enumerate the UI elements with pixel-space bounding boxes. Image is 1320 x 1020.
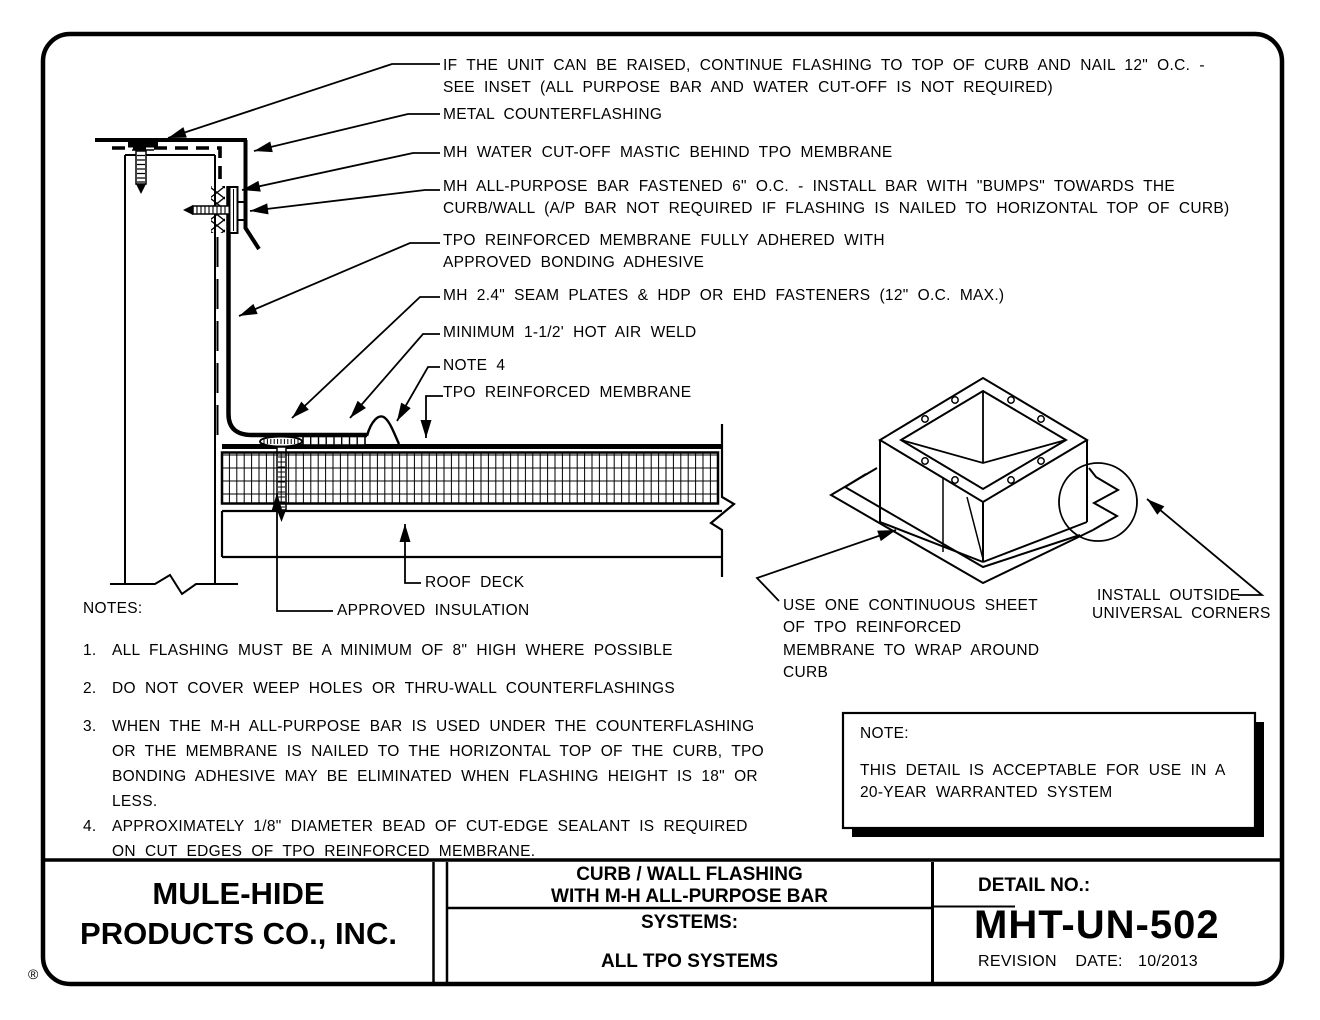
- membrane-lap-seam: [942, 477, 984, 560]
- note-4-line1: APPROXIMATELY 1/8" DIAMETER BEAD OF CUT-…: [112, 818, 748, 835]
- corner-detail-circle: [1058, 462, 1138, 542]
- callout-all-purpose-bar-line2: CURB/WALL (A/P BAR NOT REQUIRED IF FLASH…: [443, 200, 1230, 217]
- leader-seam-plates: [291, 296, 440, 419]
- leader-tpo-membrane: [420, 395, 443, 438]
- inset-corners-label-line2: UNIVERSAL CORNERS: [1092, 605, 1271, 622]
- corner-fold: [1088, 467, 1121, 531]
- leader-lines: [167, 63, 1265, 612]
- note-3-line3: BONDING ADHESIVE MAY BE ELIMINATED WHEN …: [112, 768, 758, 785]
- sheet-title-line1: CURB / WALL FLASHING: [576, 864, 803, 885]
- detail-no-label: DETAIL NO.:: [978, 875, 1091, 896]
- callout-raise-unit-line1: IF THE UNIT CAN BE RAISED, CONTINUE FLAS…: [443, 57, 1205, 74]
- leader-counterflashing: [253, 113, 440, 153]
- nail-fastener: [128, 142, 158, 194]
- leader-mastic: [241, 152, 440, 192]
- company-name-line1: MULE-HIDE: [152, 876, 325, 911]
- optional-flashing-dashed: [112, 146, 222, 437]
- inset-corners-label-line1: INSTALL OUTSIDE: [1097, 587, 1241, 604]
- inset-wrap-label-line2: OF TPO REINFORCED: [783, 619, 962, 636]
- label-roof-deck: ROOF DECK: [425, 574, 525, 591]
- curb-wall-lines: [124, 154, 216, 584]
- leader-note-4: [396, 366, 440, 422]
- note-3-line1: WHEN THE M-H ALL-PURPOSE BAR IS USED UND…: [112, 718, 755, 735]
- callout-metal-counterflashing: METAL COUNTERFLASHING: [443, 106, 663, 123]
- inset-wrap-label-line1: USE ONE CONTINUOUS SHEET: [783, 597, 1038, 614]
- note-4-line2: ON CUT EDGES OF TPO REINFORCED MEMBRANE.: [112, 843, 536, 860]
- leader-wrap-sheet: [755, 529, 897, 602]
- cut-edge-sealant-bump: [365, 415, 401, 445]
- notes-heading: NOTES:: [83, 600, 143, 617]
- curb-opening-interior: [900, 391, 1067, 464]
- curb-inset-isometric: [829, 376, 1138, 585]
- callout-tpo-membrane: TPO REINFORCED MEMBRANE: [443, 384, 692, 401]
- membrane-flange-lap: [843, 473, 1081, 569]
- inset-wrap-label-line3: MEMBRANE TO WRAP AROUND: [783, 642, 1040, 659]
- note-3-line4: LESS.: [112, 793, 158, 810]
- company-name-line2: PRODUCTS CO., INC.: [80, 916, 397, 951]
- page-border: [40, 31, 1285, 987]
- note-3-num: 3.: [83, 718, 97, 735]
- note-box-line2: 20-YEAR WARRANTED SYSTEM: [860, 784, 1113, 801]
- sheet-title-line2: WITH M-H ALL-PURPOSE BAR: [551, 886, 828, 907]
- revision-date-label: REVISION DATE:: [978, 953, 1123, 970]
- note-4-num: 4.: [83, 818, 97, 835]
- leader-universal-corners: [1146, 498, 1265, 596]
- membrane-flange-outer: [829, 467, 1094, 585]
- callout-note-4: NOTE 4: [443, 357, 506, 374]
- callout-all-purpose-bar-line1: MH ALL-PURPOSE BAR FASTENED 6" O.C. - IN…: [443, 178, 1176, 195]
- callout-seam-plates: MH 2.4" SEAM PLATES & HDP OR EHD FASTENE…: [443, 287, 1005, 304]
- callout-adhered-membrane-line1: TPO REINFORCED MEMBRANE FULLY ADHERED WI…: [443, 232, 885, 249]
- callout-adhered-membrane-line2: APPROVED BONDING ADHESIVE: [443, 254, 705, 271]
- leader-all-purpose-bar: [249, 189, 440, 215]
- tpo-flashing-membrane: [226, 186, 401, 445]
- leader-roof-deck: [399, 524, 421, 584]
- note-2-num: 2.: [83, 680, 97, 697]
- assembly-break-line: [709, 424, 736, 577]
- leader-raise-unit: [167, 63, 440, 139]
- note-box-frame: [841, 711, 1264, 837]
- label-approved-insulation: APPROVED INSULATION: [337, 602, 530, 619]
- insulation-layer: [220, 451, 720, 505]
- leader-hot-air-weld: [349, 333, 440, 419]
- callout-water-cutoff-mastic: MH WATER CUT-OFF MASTIC BEHIND TPO MEMBR…: [443, 144, 893, 161]
- registered-trademark-symbol: ®: [28, 966, 39, 982]
- systems-label: SYSTEMS:: [640, 912, 739, 933]
- roof-deck-outline: [220, 424, 736, 577]
- note-box-heading: NOTE:: [860, 725, 909, 742]
- metal-counterflashing: [243, 140, 261, 251]
- rim-fastener-holes: [921, 396, 1045, 484]
- systems-value: ALL TPO SYSTEMS: [600, 951, 778, 972]
- revision-date-value: 10/2013: [1138, 953, 1198, 970]
- leader-insulation: [271, 493, 333, 612]
- title-block-lines: [43, 858, 1282, 983]
- callout-hot-air-weld: MINIMUM 1-1/2' HOT AIR WELD: [443, 324, 697, 341]
- note-box-line1: THIS DETAIL IS ACCEPTABLE FOR USE IN A: [860, 762, 1226, 779]
- note-2-text: DO NOT COVER WEEP HOLES OR THRU-WALL COU…: [112, 680, 675, 697]
- wall-break-line: [110, 573, 238, 596]
- hot-air-weld-teeth: [302, 435, 366, 446]
- note-1-num: 1.: [83, 642, 97, 659]
- note-3-line2: OR THE MEMBRANE IS NAILED TO THE HORIZON…: [112, 743, 764, 760]
- curb-walls: [879, 440, 1088, 563]
- inset-wrap-label-line4: CURB: [783, 664, 829, 681]
- detail-no-value: MHT-UN-502: [974, 903, 1220, 947]
- curb-rim-inner: [899, 389, 1068, 491]
- callout-raise-unit-line2: SEE INSET (ALL PURPOSE BAR AND WATER CUT…: [443, 79, 1053, 96]
- note-1-text: ALL FLASHING MUST BE A MINIMUM OF 8" HIG…: [112, 642, 673, 659]
- leader-adhered-membrane: [238, 242, 440, 317]
